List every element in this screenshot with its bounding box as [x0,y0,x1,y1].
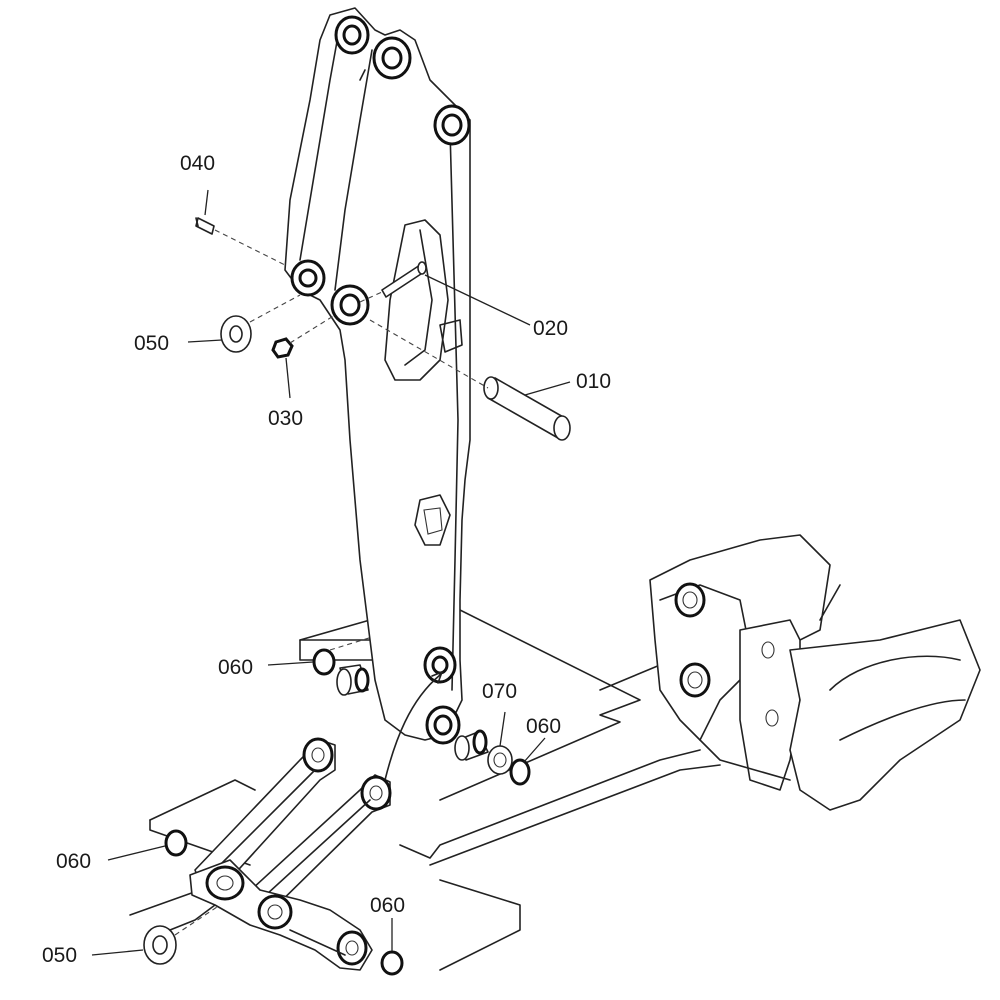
assembly-arrow [384,671,443,781]
lower-pin-parts [312,648,531,786]
link-rings [143,829,404,976]
callout-070: 070 [482,680,517,703]
callout-060-link-left: 060 [56,850,91,873]
bucket-links [189,737,392,971]
o-ring-060-link-left [164,829,188,857]
nut-030 [271,314,336,359]
callout-030: 030 [268,407,303,430]
callout-060-right: 060 [526,715,561,738]
washer-050-top [220,294,301,353]
callout-050-top: 050 [134,332,169,355]
callout-060-left: 060 [218,656,253,679]
callout-040: 040 [180,152,215,175]
callout-060-link-right: 060 [370,894,405,917]
callout-020: 020 [533,317,568,340]
o-ring-060-right [509,758,531,786]
grease-nipple-040 [195,217,286,266]
callout-010: 010 [576,370,611,393]
callout-050-bottom: 050 [42,944,77,967]
leader-lines [91,189,571,956]
o-ring-060-link-right [380,950,404,976]
callout-labels: 040 050 030 020 010 060 070 060 060 050 … [42,152,611,967]
o-ring-060-left [312,648,336,676]
bolt-020 [359,261,427,303]
washer-070 [487,745,513,775]
boom-bosses [290,15,471,745]
pin-010 [369,319,571,441]
cylinder-bracket [649,534,981,811]
